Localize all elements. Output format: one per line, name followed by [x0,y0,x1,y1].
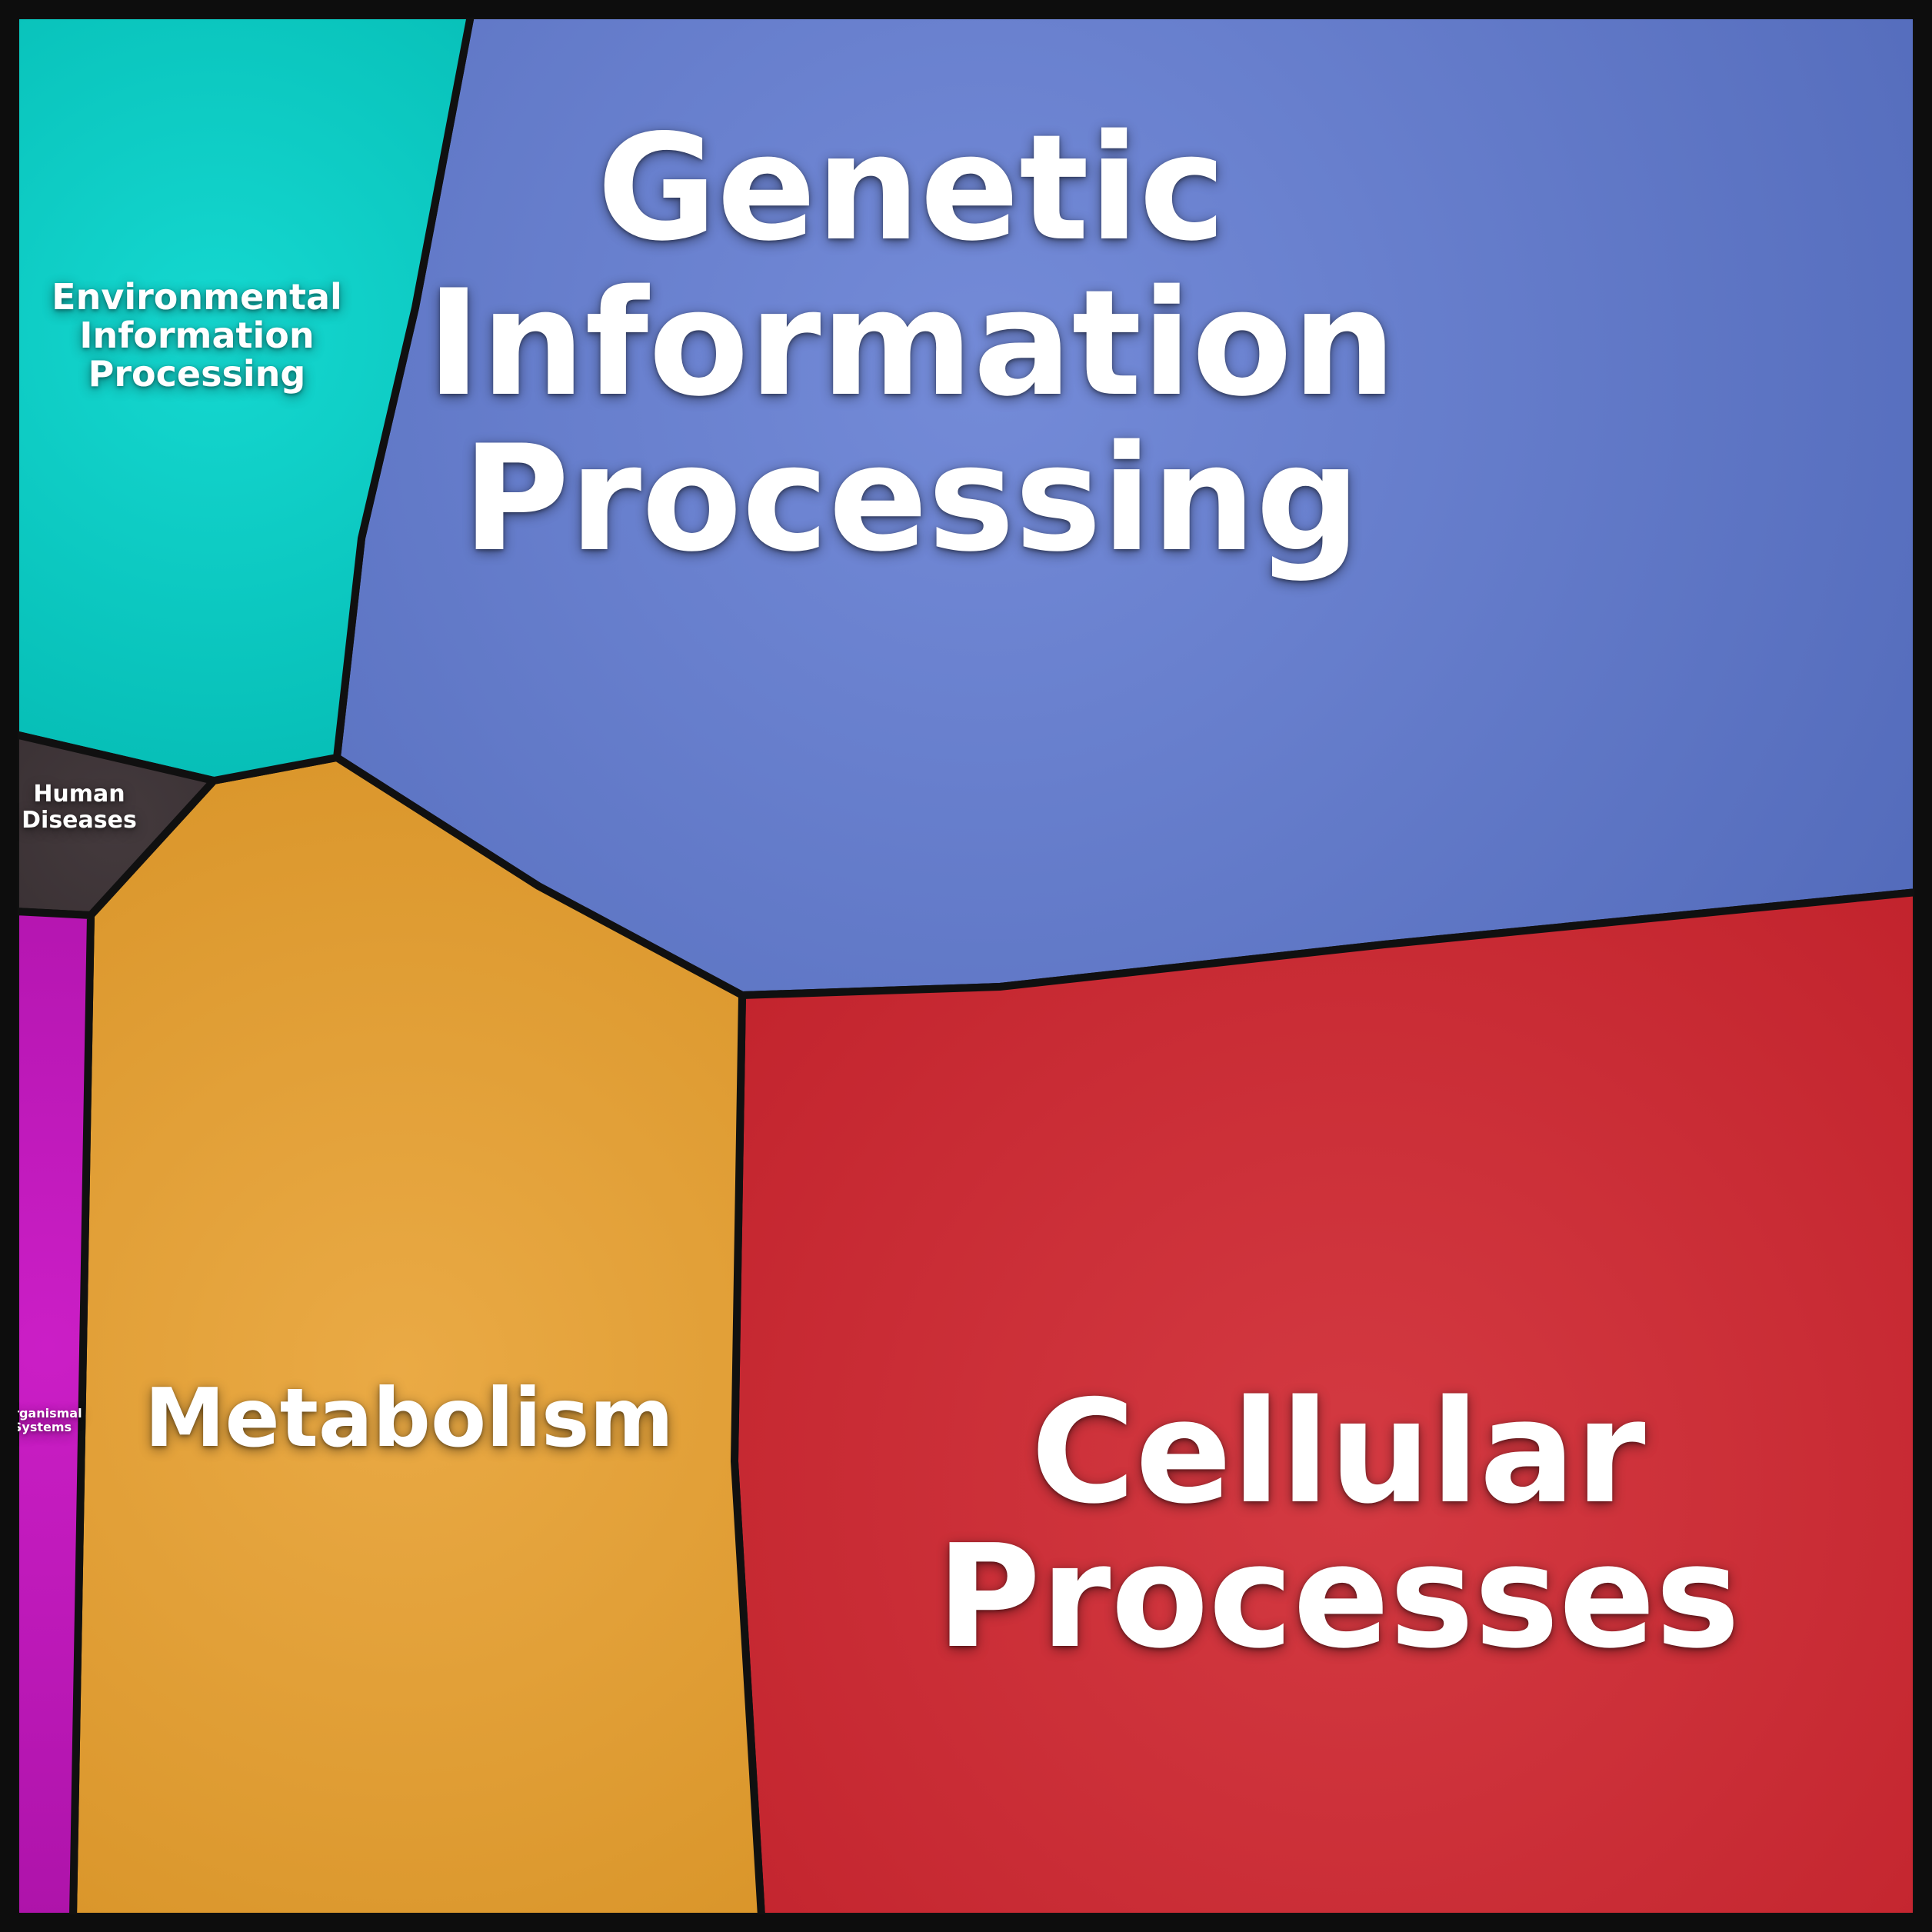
label-metabolism: Metabolism [145,1371,674,1465]
